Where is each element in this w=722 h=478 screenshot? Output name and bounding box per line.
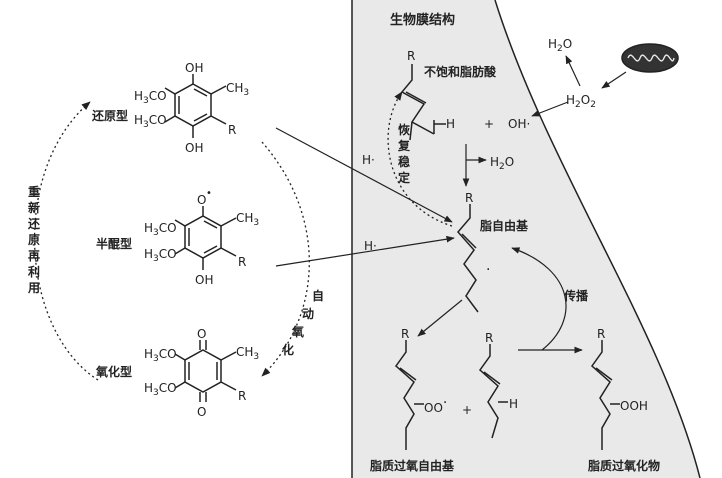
svg-text:再: 再 <box>28 249 40 263</box>
svg-text:稳: 稳 <box>398 154 410 169</box>
reduced-methoxy-top: H3CO <box>134 89 167 106</box>
oxidized-methoxy-top: H3CO <box>144 347 177 364</box>
oxidized-r-group: R <box>238 389 246 403</box>
peroxyl-label: OO· <box>424 395 447 415</box>
membrane-region <box>352 0 700 478</box>
svg-text:恢: 恢 <box>398 122 410 137</box>
reduced-oh-top: OH <box>185 61 203 75</box>
second-fatty-acid-r-group: R <box>485 331 493 345</box>
lipid-radical-dot: · <box>486 262 490 278</box>
lipid-peroxide-chain <box>590 340 620 450</box>
semiquinone-oxygen: O <box>197 193 206 207</box>
mitochondrion-icon <box>621 43 679 73</box>
oxidized-methyl: CH3 <box>236 345 259 362</box>
svg-text:新: 新 <box>28 200 40 215</box>
water-label: H2O <box>490 155 514 172</box>
auto-oxidation-arrow <box>261 141 310 377</box>
auto-oxidation-label: 自 动 氧 化 <box>282 288 324 357</box>
membrane-right-edge <box>494 0 701 478</box>
propagation-label: 传播 <box>563 288 589 303</box>
plus-sign-bottom: + <box>462 403 472 417</box>
peroxyl-r-group: R <box>401 327 409 341</box>
svg-text:利: 利 <box>28 264 40 279</box>
semiquinone-methoxy-top: H3CO <box>144 221 177 238</box>
reduced-form-label: 还原型 <box>91 108 128 123</box>
reduced-form-molecule <box>164 74 227 138</box>
svg-text:化: 化 <box>282 342 294 357</box>
hydroxyl-radical: OH· <box>508 117 530 131</box>
reduced-oh-bottom: OH <box>185 141 203 155</box>
lipid-radical-label: 脂自由基 <box>479 218 529 233</box>
water-top-label: H2O <box>548 37 572 54</box>
hydroperoxide-label: OOH <box>620 399 648 413</box>
fatty-acid-hydrogen: H <box>446 117 455 131</box>
mito-to-peroxide-arrow <box>601 71 627 89</box>
plus-sign-top: + <box>484 117 494 131</box>
svg-text:用: 用 <box>27 281 40 295</box>
lipid-peroxyl-radical-label: 脂质过氧自由基 <box>369 458 455 473</box>
lipid-radical-chain <box>457 204 479 313</box>
semiquinone-radical-dot: • <box>206 188 212 199</box>
semiquinone-to-radical-arrow <box>275 235 455 267</box>
svg-text:重: 重 <box>28 184 40 199</box>
unsaturated-fatty-acid-label: 不饱和脂肪酸 <box>424 64 497 79</box>
peroxyl-radical-chain <box>394 340 424 450</box>
reduced-r-group: R <box>228 123 236 137</box>
re-reduce-label: 重 新 还 原 再 利 用 <box>27 184 41 295</box>
fatty-acid-r-group: R <box>407 49 415 63</box>
propagation-loop-arrow <box>511 247 567 351</box>
semiquinone-oh: OH <box>195 273 213 287</box>
restore-stability-label: 恢 复 稳 定 <box>397 122 411 185</box>
peroxide-r-group: R <box>597 327 605 341</box>
svg-text:自: 自 <box>312 288 324 303</box>
semiquinone-molecule <box>174 206 237 270</box>
re-reduce-arrow <box>33 101 99 381</box>
lipid-radical-r-group: R <box>465 191 473 205</box>
fatty-acid-chain <box>400 64 435 141</box>
second-fatty-acid-hydrogen: H <box>509 397 518 411</box>
oxidized-form-molecule <box>174 340 237 402</box>
oxidized-oxygen-top: O <box>197 327 206 341</box>
oxidized-oxygen-bottom: O <box>197 405 206 419</box>
membrane-title: 生物膜结构 <box>390 12 455 28</box>
svg-text:定: 定 <box>398 170 410 185</box>
svg-text:复: 复 <box>397 138 411 153</box>
svg-text:还: 还 <box>27 216 41 231</box>
h-radical-1: H· <box>362 153 375 167</box>
reduced-methoxy-bottom: H3CO <box>134 113 167 130</box>
reduced-methyl: CH3 <box>226 81 249 98</box>
lipid-peroxide-label: 脂质过氧化物 <box>587 458 660 473</box>
hydrogen-peroxide-label: H2O2 <box>566 93 596 110</box>
peroxide-to-water-arrow <box>565 55 581 87</box>
semiquinone-methyl: CH3 <box>236 211 259 228</box>
second-fatty-acid-chain <box>478 344 508 439</box>
reduced-to-radical-arrow <box>275 127 453 223</box>
svg-text:原: 原 <box>28 233 40 247</box>
semiquinone-r-group: R <box>238 255 246 269</box>
oxidized-form-label: 氧化型 <box>95 364 132 379</box>
svg-text:动: 动 <box>302 307 314 321</box>
semiquinone-methoxy-bottom: H3CO <box>144 247 177 264</box>
peroxide-to-hydroxyl-arrow <box>531 101 569 117</box>
semiquinone-form-label: 半醌型 <box>96 236 132 251</box>
oxidized-methoxy-bottom: H3CO <box>144 381 177 398</box>
radical-to-peroxyl-arrow <box>417 299 463 337</box>
h-radical-2: H· <box>364 239 377 253</box>
svg-text:氧: 氧 <box>291 324 304 339</box>
